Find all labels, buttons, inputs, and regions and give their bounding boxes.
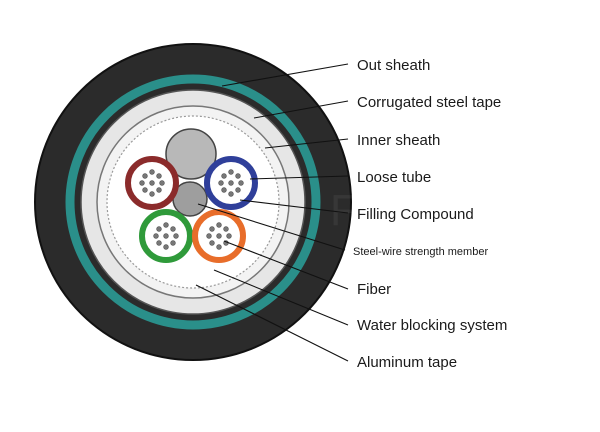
- label-loose-tube: Loose tube: [357, 169, 431, 186]
- filler-rod: [165, 128, 217, 180]
- label-out-sheath: Out sheath: [357, 57, 430, 74]
- label-inner-sheath: Inner sheath: [357, 132, 440, 149]
- leader-out-sheath: [221, 63, 349, 87]
- watermark-text: Fiber: [330, 186, 430, 235]
- leader-steel-wire-strength-member: [197, 203, 346, 251]
- label-filling-compound: Filling Compound: [357, 206, 474, 223]
- label-aluminum-tape: Aluminum tape: [357, 354, 457, 371]
- loose-tube-brown: [125, 156, 179, 210]
- leader-water-blocking-system: [213, 269, 349, 326]
- leader-filling-compound: [239, 199, 349, 214]
- corrugated-steel-tape-ring: [65, 74, 321, 330]
- loose-tube-green: [139, 209, 193, 263]
- leader-corrugated-steel-tape: [253, 100, 349, 119]
- leader-fiber: [223, 240, 349, 290]
- label-corrugated-steel-tape: Corrugated steel tape: [357, 94, 501, 111]
- leader-loose-tube: [249, 175, 349, 180]
- leader-inner-sheath: [264, 138, 349, 149]
- leader-lines: [195, 63, 349, 362]
- label-fiber: Fiber: [357, 281, 391, 298]
- loose-tube-orange: [192, 209, 246, 263]
- loose-tube-blue: [204, 156, 258, 210]
- label-steel-wire-strength-member: Steel-wire strength member: [353, 246, 488, 258]
- label-water-blocking-system: Water blocking system: [357, 317, 507, 334]
- leader-aluminum-tape: [195, 284, 349, 362]
